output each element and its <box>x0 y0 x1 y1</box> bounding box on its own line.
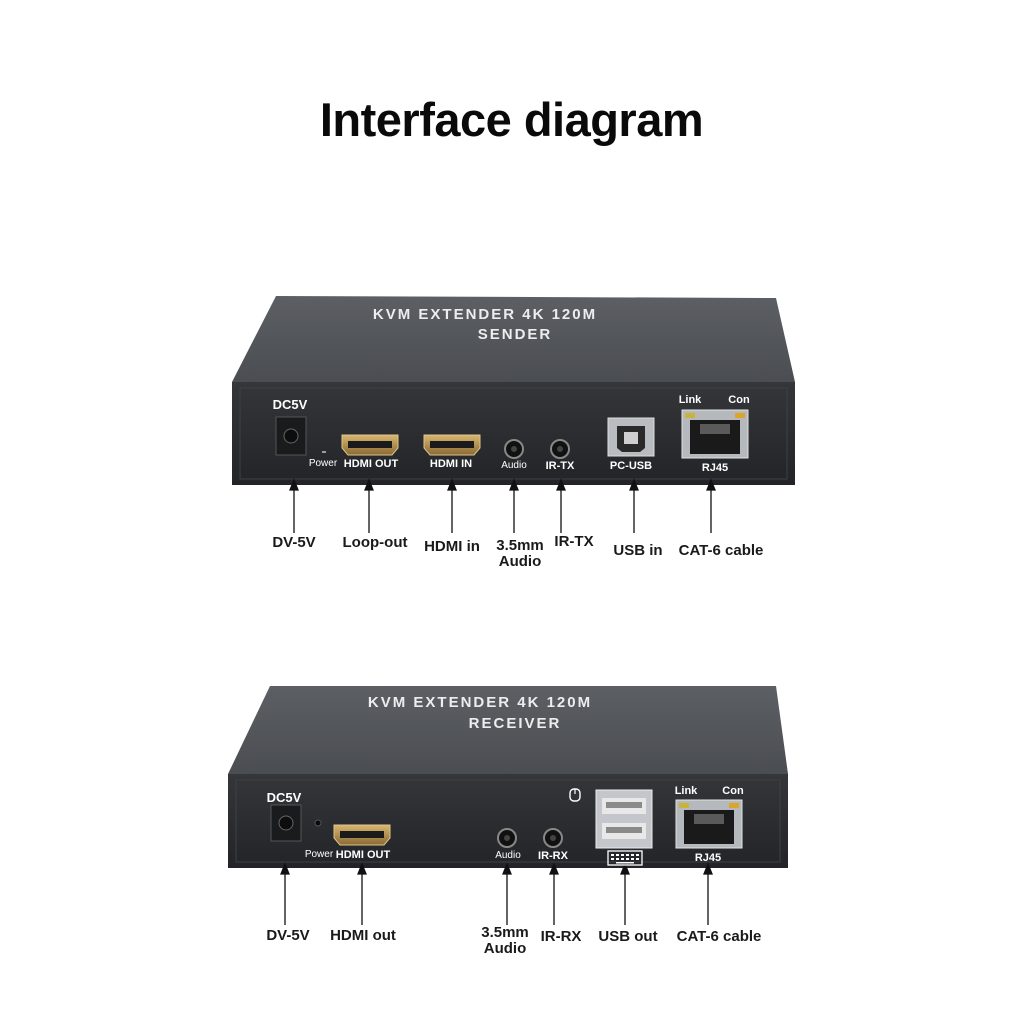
receiver-con-label: Con <box>722 785 744 797</box>
sender-link-label: Link <box>678 394 702 406</box>
receiver-audio-label: Audio <box>495 850 521 861</box>
sender-top-title: KVM EXTENDER 4K 120M <box>372 306 598 323</box>
receiver-top-subtitle: RECEIVER <box>468 715 562 732</box>
sender-callout-usb-in: USB in <box>613 542 663 559</box>
receiver-unit: KVM EXTENDER 4K 120M RECEIVER DC5V Power… <box>0 680 1023 980</box>
sender-callout-dv5v: DV-5V <box>272 534 316 551</box>
mouse-icon <box>569 788 581 802</box>
sender-callout-loop-out: Loop-out <box>342 534 408 551</box>
receiver-rj45-label: RJ45 <box>694 852 722 864</box>
keyboard-icon <box>607 850 643 866</box>
sender-top-subtitle: SENDER <box>477 326 553 343</box>
sender-hdmi-out-label: HDMI OUT <box>343 458 399 470</box>
receiver-link-label: Link <box>674 785 698 797</box>
sender-power-label: Power <box>308 458 338 469</box>
sender-device-image <box>232 296 795 533</box>
sender-callout-cat6: CAT-6 cable <box>678 542 764 559</box>
receiver-ir-rx-label: IR-RX <box>538 850 568 862</box>
sender-callout-audio-line1: 3.5mm <box>496 537 544 554</box>
receiver-callout-dv5v: DV-5V <box>266 927 310 944</box>
sender-hdmi-in-label: HDMI IN <box>429 458 473 470</box>
receiver-callout-cat6: CAT-6 cable <box>676 928 762 945</box>
page-title: Interface diagram <box>319 93 704 146</box>
sender-pc-usb-label: PC-USB <box>609 460 653 472</box>
sender-callout-ir-tx: IR-TX <box>554 533 594 550</box>
sender-callout-hdmi-in: HDMI in <box>424 538 480 555</box>
sender-audio-label: Audio <box>501 460 527 471</box>
sender-rj45-label: RJ45 <box>701 462 729 474</box>
receiver-hdmi-out-label: HDMI OUT <box>335 849 391 861</box>
receiver-device-image <box>228 686 788 925</box>
sender-callout-audio-line2: Audio <box>498 553 542 570</box>
sender-unit: KVM EXTENDER 4K 120M SENDER DC5V Power H… <box>0 290 1023 590</box>
receiver-callout-audio-line2: Audio <box>483 940 527 957</box>
receiver-callout-audio-line1: 3.5mm <box>481 924 529 941</box>
receiver-callout-ir-rx: IR-RX <box>540 928 582 945</box>
receiver-callout-usb-out: USB out <box>598 928 658 945</box>
receiver-power-label: Power <box>304 849 334 860</box>
sender-ir-tx-label: IR-TX <box>545 460 575 472</box>
receiver-dc5v-label: DC5V <box>266 790 302 805</box>
receiver-callout-hdmi-out: HDMI out <box>330 927 396 944</box>
sender-con-label: Con <box>728 394 750 406</box>
sender-dc5v-label: DC5V <box>272 397 308 412</box>
receiver-top-title: KVM EXTENDER 4K 120M <box>367 694 593 711</box>
